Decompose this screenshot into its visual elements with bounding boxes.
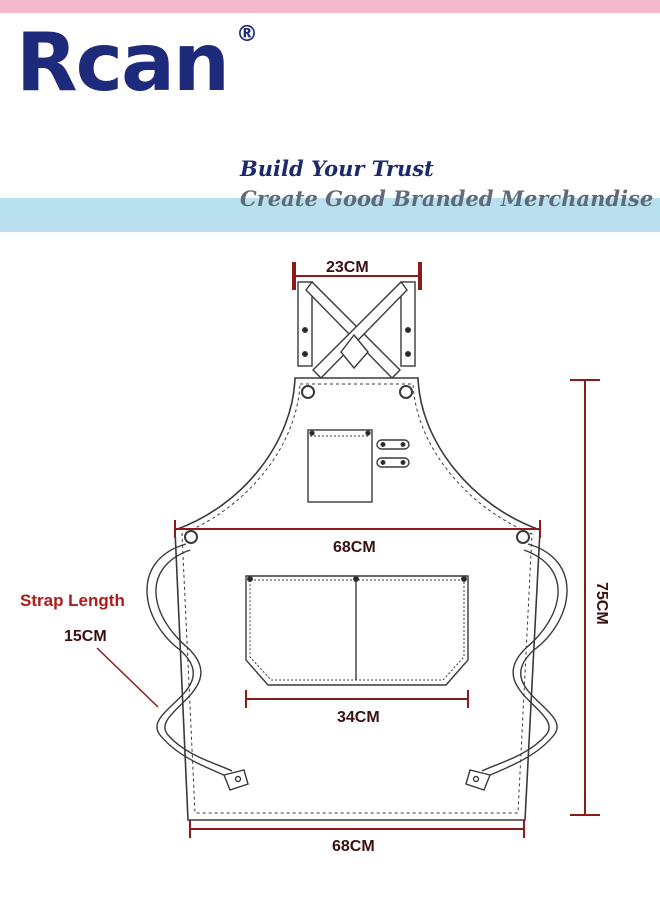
- neck-width-label: 23CM: [326, 259, 369, 276]
- tagline-line2: Create Good Branded Merchandise: [240, 186, 654, 211]
- chest-pocket: [307, 429, 410, 503]
- brand-logo: Rcan: [16, 16, 230, 109]
- top-pink-band: [0, 0, 660, 13]
- neck-straps: [297, 280, 416, 399]
- strap-length-value: 15CM: [64, 628, 107, 645]
- strap-length-label: Strap Length: [20, 591, 125, 610]
- pocket-width-label: 34CM: [337, 709, 380, 726]
- bottom-width-label: 68CM: [332, 838, 375, 855]
- strap-pointer-line: [96, 647, 159, 708]
- tagline-band: [0, 198, 660, 232]
- waist-straps: [146, 530, 568, 791]
- front-pocket: [245, 575, 469, 686]
- dimension-lines: [96, 262, 600, 838]
- length-label: 75CM: [593, 582, 610, 625]
- chest-width-label: 68CM: [333, 539, 376, 556]
- registered-mark: ®: [236, 22, 258, 47]
- tagline-line1: Build Your Trust: [240, 156, 434, 181]
